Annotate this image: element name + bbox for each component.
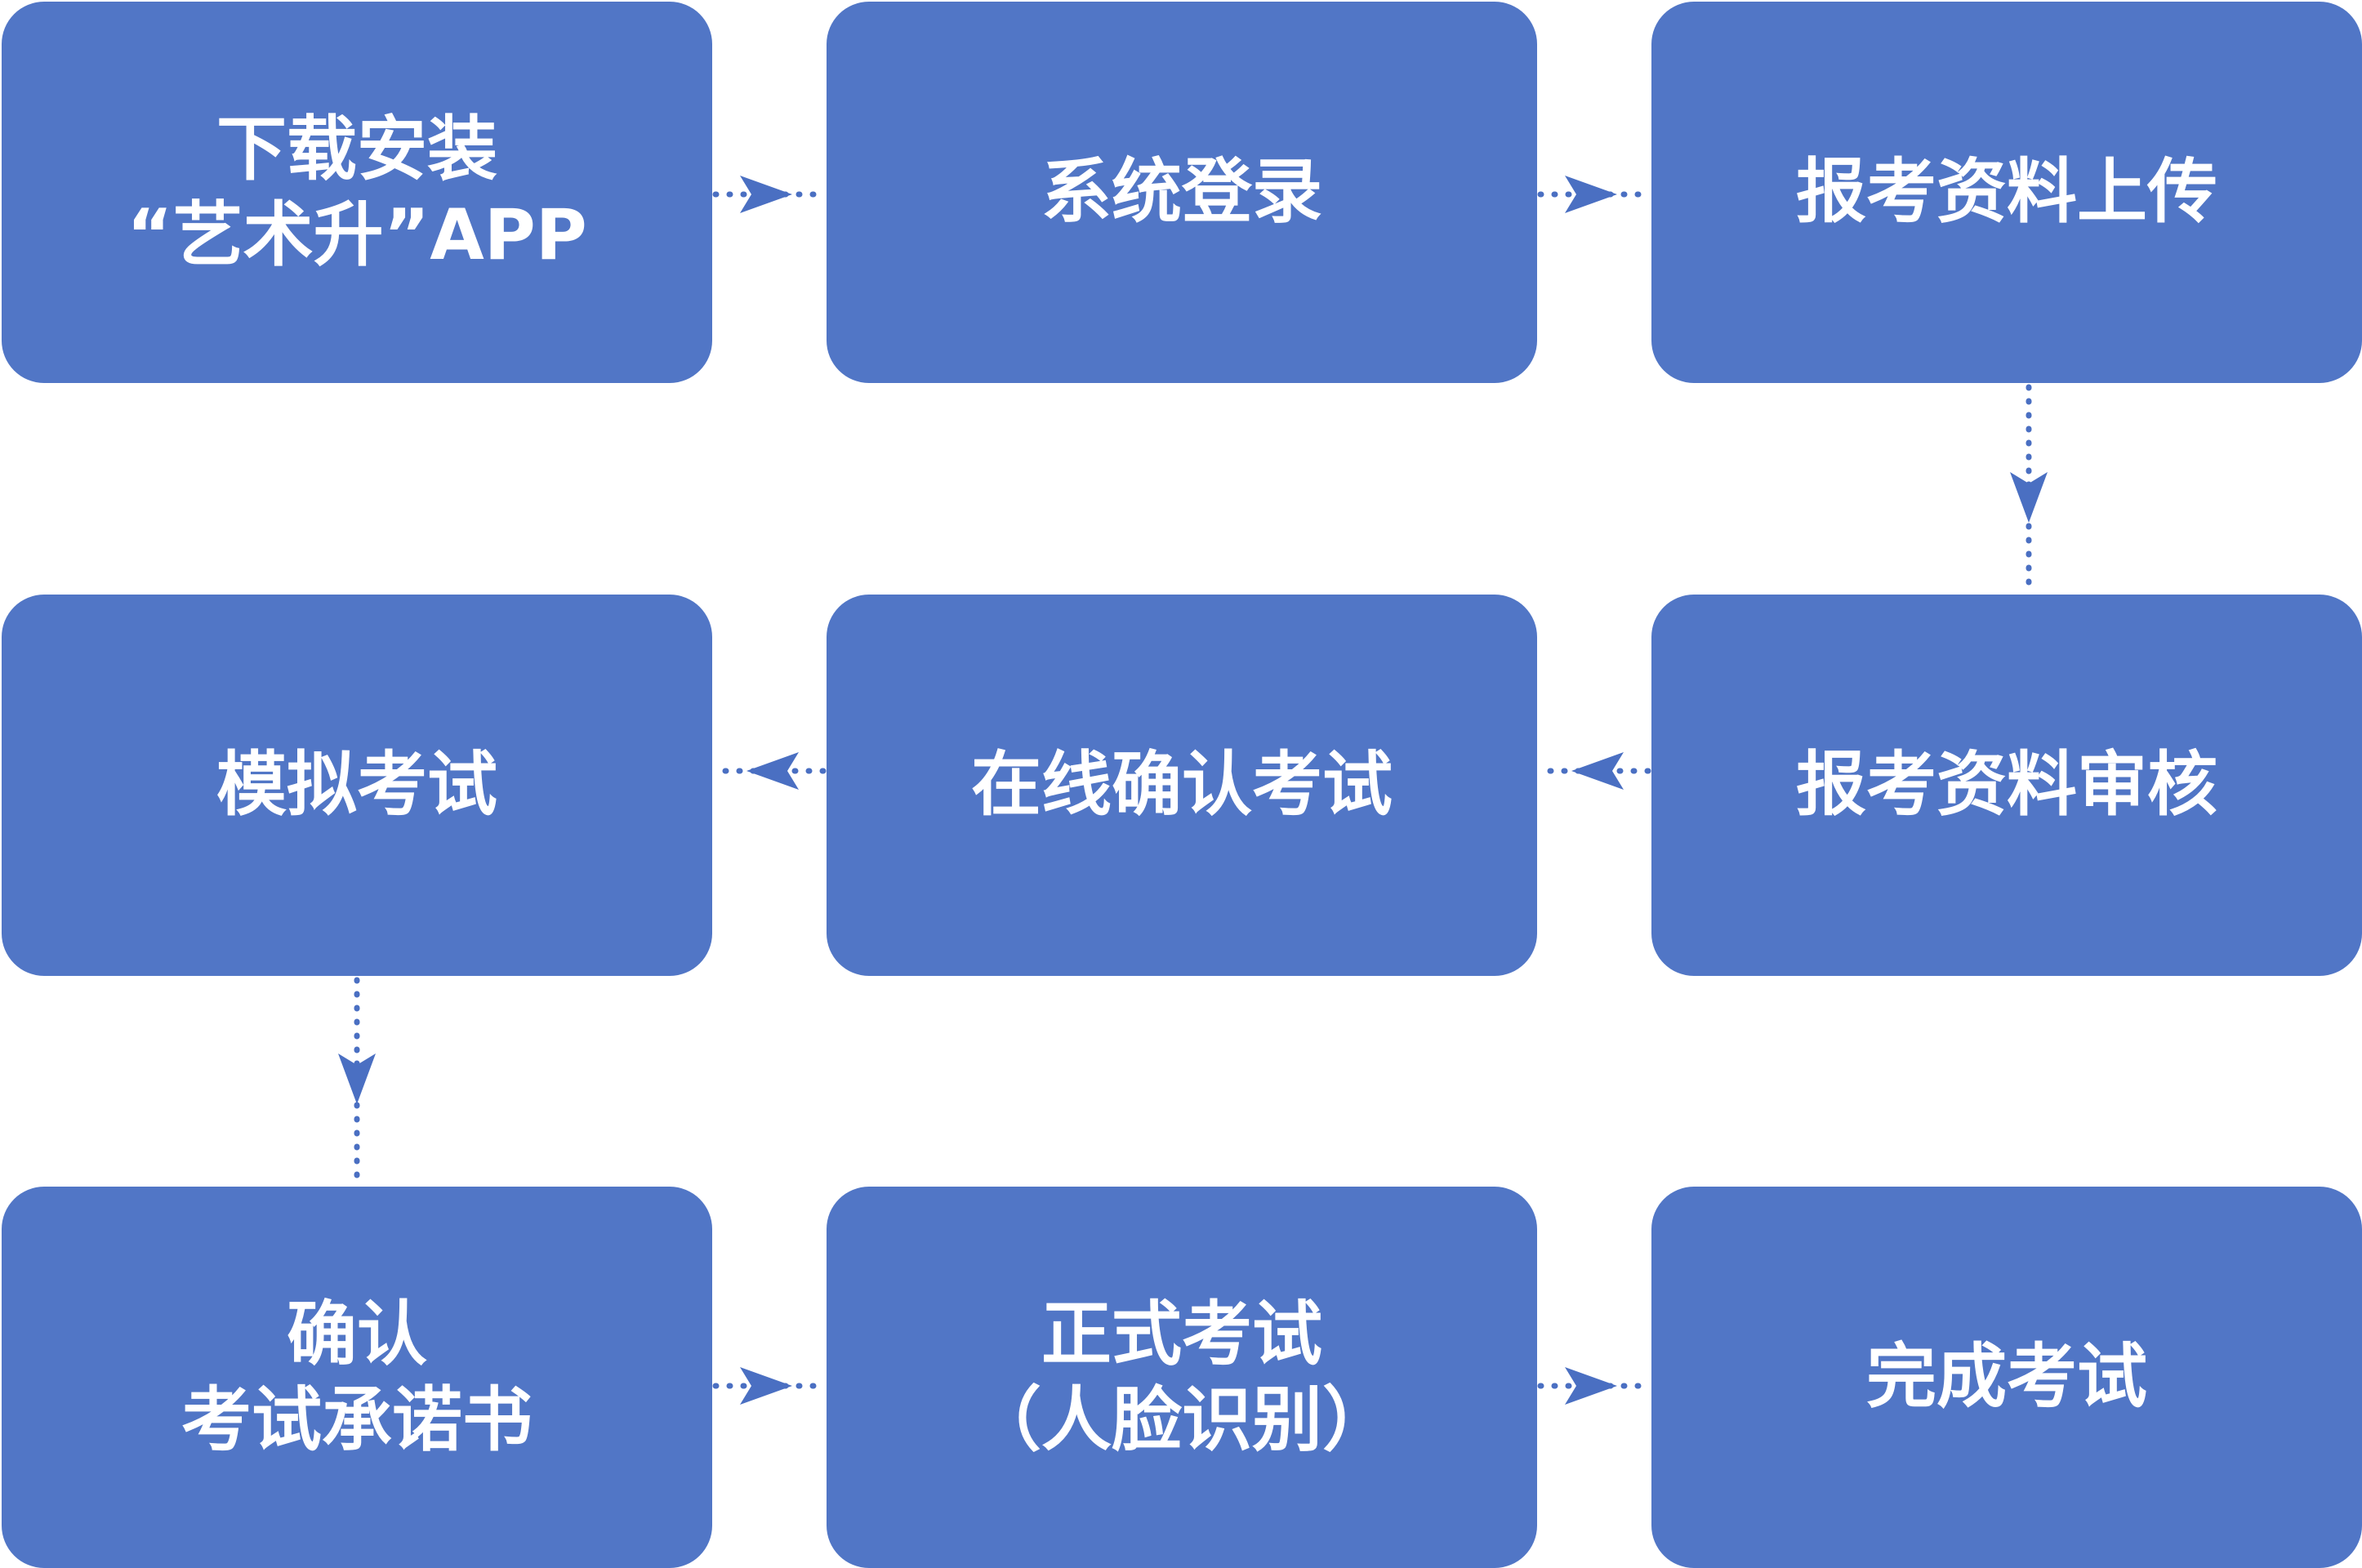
- step-label-line: 完成考试: [1866, 1336, 2147, 1419]
- step-confirm-exam-pledge: 确认 考试承诺书: [2, 1187, 712, 1568]
- arrowhead-down: [338, 1054, 376, 1104]
- step-label-line: 模拟考试: [216, 744, 497, 826]
- arrowhead-down: [2010, 472, 2048, 523]
- step-label-line: 正式考试: [1041, 1293, 1322, 1375]
- step-label-line: 确认: [287, 1293, 427, 1375]
- step-label-line: 系统登录: [1041, 151, 1322, 234]
- step-label-line: 下载安装: [216, 108, 497, 190]
- step-label-line: 考试承诺书: [181, 1379, 533, 1461]
- arrowhead-left: [746, 752, 799, 790]
- step-label-line: “艺术升”APP: [127, 194, 587, 276]
- step-label-line: 报考资料审核: [1796, 744, 2217, 826]
- step-formal-exam-face-recognition: 正式考试 （人脸识别）: [827, 1187, 1537, 1568]
- step-label-line: （人脸识别）: [971, 1379, 1393, 1461]
- step-label-line: 报考资料上传: [1796, 151, 2217, 234]
- step-complete-exam: 完成考试: [1651, 1187, 2362, 1568]
- step-review-application-materials: 报考资料审核: [1651, 595, 2362, 976]
- step-mock-exam: 模拟考试: [2, 595, 712, 976]
- step-download-install-app: 下载安装 “艺术升”APP: [2, 2, 712, 383]
- arrowhead-right: [1565, 176, 1617, 213]
- arrowhead-right: [740, 1367, 792, 1405]
- arrowhead-right: [1565, 1367, 1617, 1405]
- step-label-line: 在线确认考试: [971, 744, 1393, 826]
- arrowhead-right: [740, 176, 792, 213]
- step-upload-application-materials: 报考资料上传: [1651, 2, 2362, 383]
- arrowhead-left: [1571, 752, 1624, 790]
- step-online-confirm-exam: 在线确认考试: [827, 595, 1537, 976]
- step-system-login: 系统登录: [827, 2, 1537, 383]
